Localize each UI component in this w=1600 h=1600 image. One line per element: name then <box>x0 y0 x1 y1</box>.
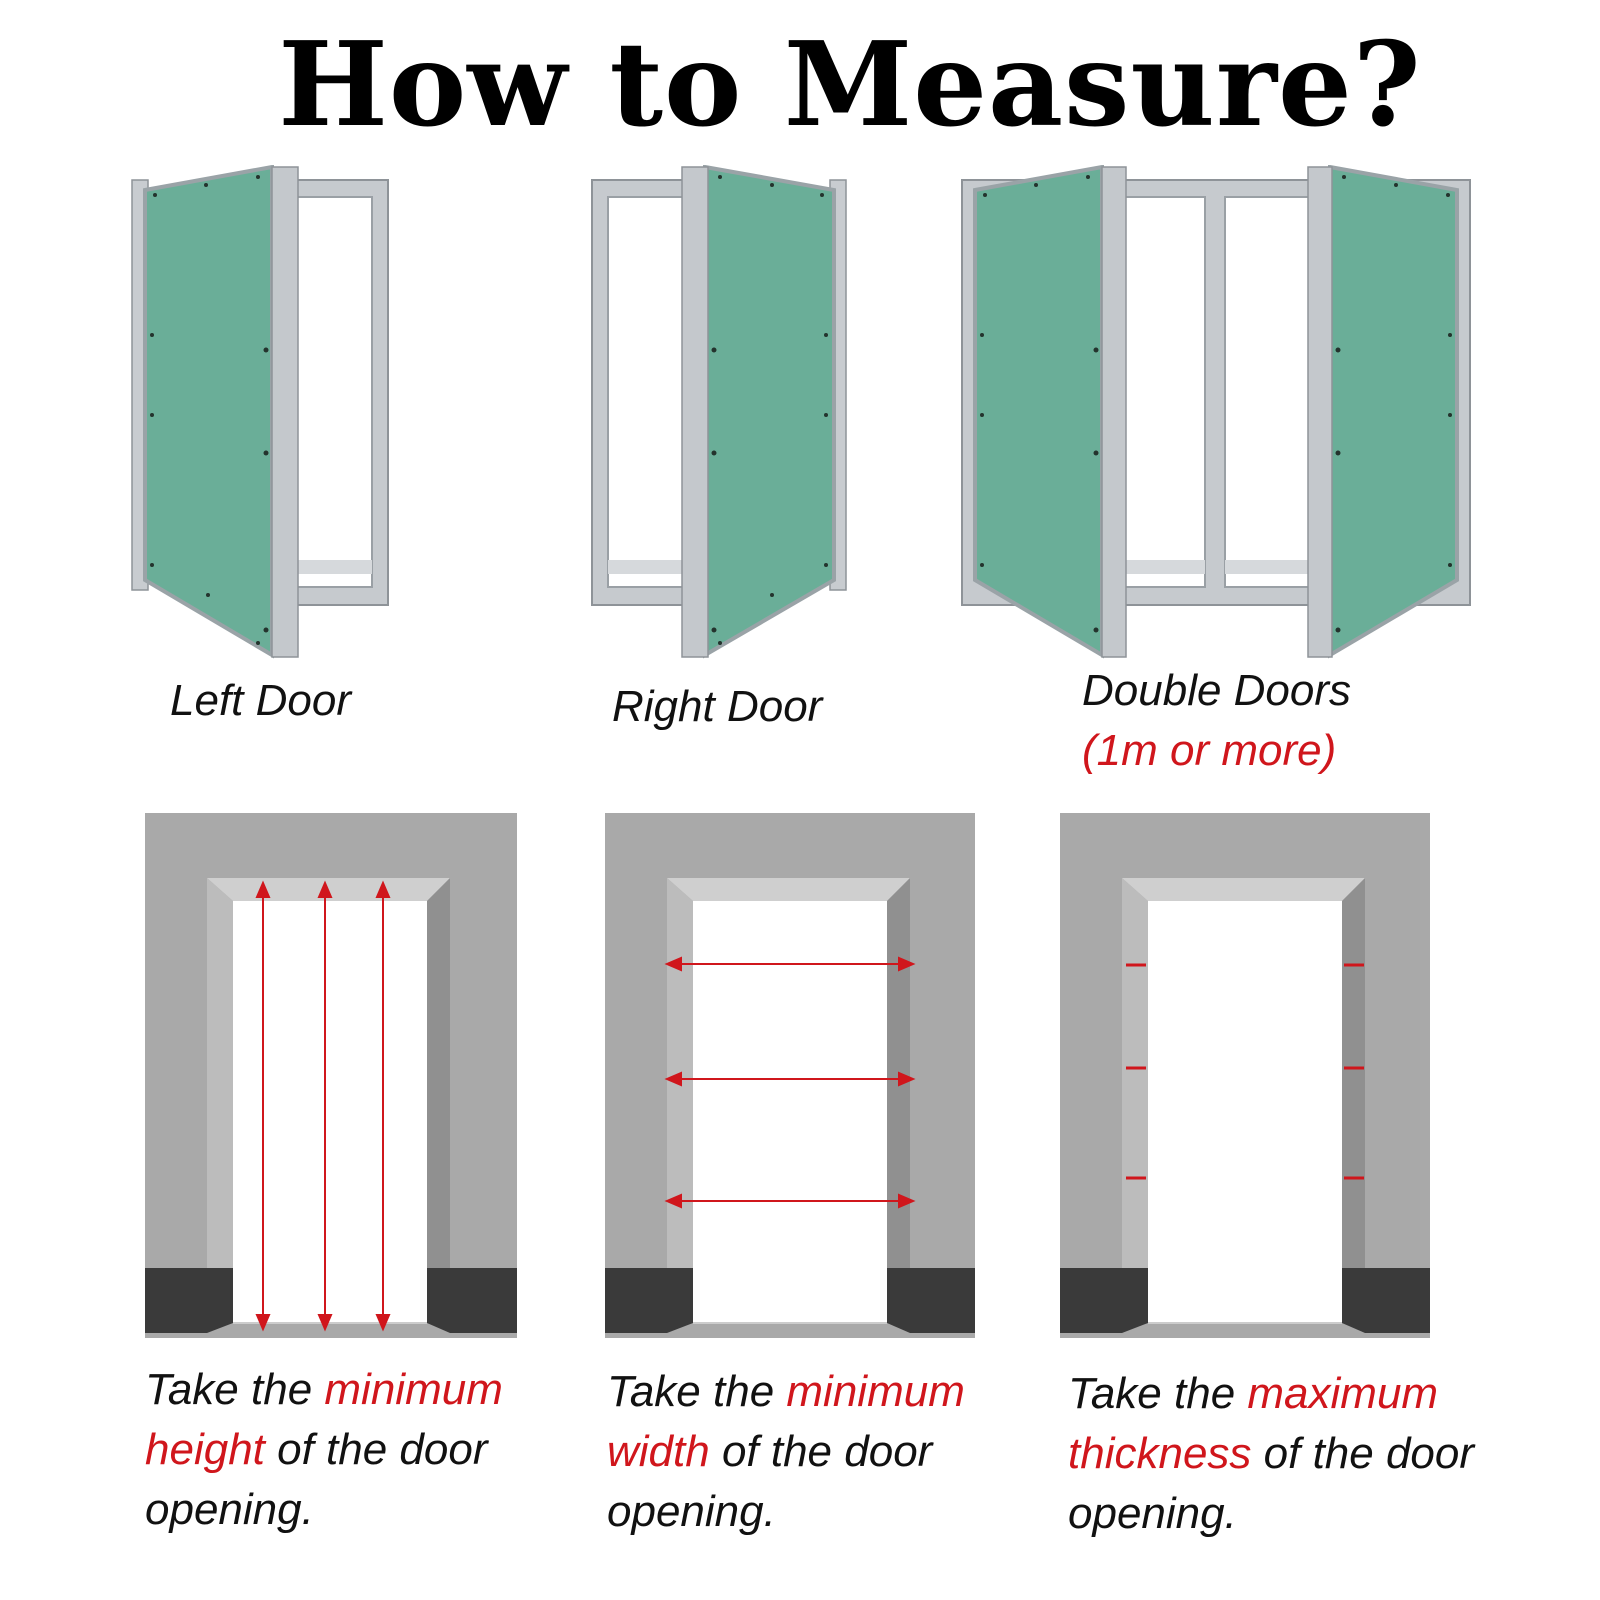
instruction-text: opening. <box>145 1485 314 1534</box>
instruction-text: Take the <box>607 1367 787 1416</box>
instruction-text: Take the <box>145 1365 325 1414</box>
instruction-highlight: maximum <box>1247 1369 1439 1418</box>
instruction-highlight: thickness <box>1068 1429 1252 1478</box>
page-title: How to Measure? <box>278 17 1422 153</box>
width-measure-diagram <box>605 813 975 1338</box>
width-instruction: Take the minimum width of the door openi… <box>607 1362 1047 1542</box>
instruction-text: of the door <box>264 1425 488 1474</box>
instruction-highlight: minimum <box>786 1367 965 1416</box>
height-measure-diagram <box>145 813 517 1338</box>
right-door-label: Right Door <box>612 682 823 731</box>
double-doors-illustration <box>961 165 1471 659</box>
instruction-text: Take the <box>1068 1369 1248 1418</box>
height-instruction: Take the minimum height of the door open… <box>145 1360 585 1540</box>
instruction-highlight: width <box>607 1427 710 1476</box>
left-door-illustration <box>131 165 389 659</box>
instruction-text: opening. <box>607 1487 776 1536</box>
instruction-highlight: minimum <box>324 1365 503 1414</box>
instruction-text: of the door <box>1251 1429 1475 1478</box>
double-doors-label: Double Doors <box>1082 666 1352 715</box>
instruction-text: opening. <box>1068 1489 1237 1538</box>
instruction-text: of the door <box>709 1427 933 1476</box>
thickness-measure-diagram <box>1060 813 1430 1338</box>
left-door-label: Left Door <box>170 676 351 725</box>
instruction-highlight: height <box>145 1425 265 1474</box>
right-door-illustration <box>591 165 847 659</box>
double-doors-note: (1m or more) <box>1082 726 1337 775</box>
thickness-instruction: Take the maximum thickness of the door o… <box>1068 1364 1588 1544</box>
